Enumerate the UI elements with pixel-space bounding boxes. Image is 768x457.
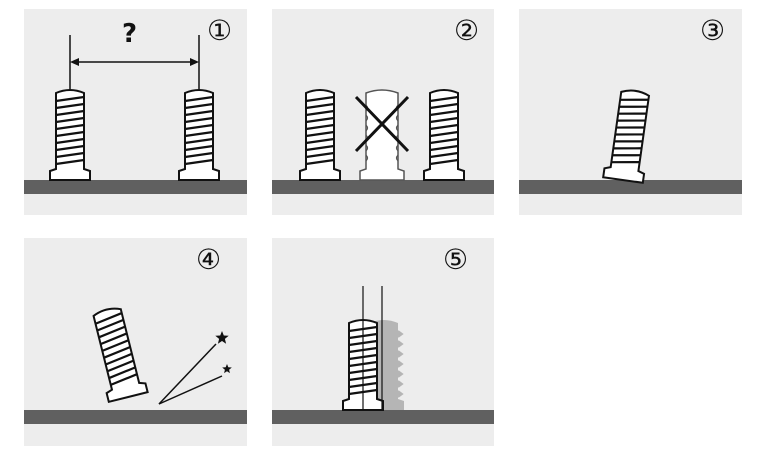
panel-5: ⑤ (272, 238, 494, 446)
star-icon (215, 331, 229, 344)
measure-arrow-icon (69, 35, 200, 89)
panel-4: ④ (24, 238, 247, 446)
panel-5-drawing (272, 286, 494, 424)
gap-question-mark: ? (122, 19, 138, 49)
panel-number-4: ④ (196, 243, 222, 276)
panel-number-1: ① (207, 14, 233, 47)
star-icon (222, 364, 232, 374)
cross-mark-icon (354, 95, 410, 153)
panel-1: ? ① (24, 9, 247, 215)
panel-number-2: ② (454, 14, 480, 47)
screw-icon (423, 89, 465, 181)
panel-2-drawing (272, 89, 494, 194)
alignment-guide-lines (362, 286, 383, 410)
spark-icon (158, 343, 223, 405)
ground-bar (24, 410, 247, 424)
screw-icon (49, 89, 91, 181)
screw-icon (359, 89, 405, 181)
ground-bar (24, 180, 247, 194)
screw-icon (178, 89, 220, 181)
screw-icon (92, 307, 149, 404)
panel-number-3: ③ (700, 14, 726, 47)
panel-number-5: ⑤ (443, 243, 469, 276)
screw-icon (602, 89, 651, 184)
ground-bar (272, 410, 494, 424)
panel-2: ② (272, 9, 494, 215)
ground-bar (519, 180, 742, 194)
panel-1-drawing (24, 35, 247, 194)
panel-3: ③ (519, 9, 742, 215)
ground-bar (272, 180, 494, 194)
panel-3-drawing (519, 89, 742, 194)
panel-4-drawing (24, 307, 247, 424)
screw-icon (299, 89, 341, 181)
